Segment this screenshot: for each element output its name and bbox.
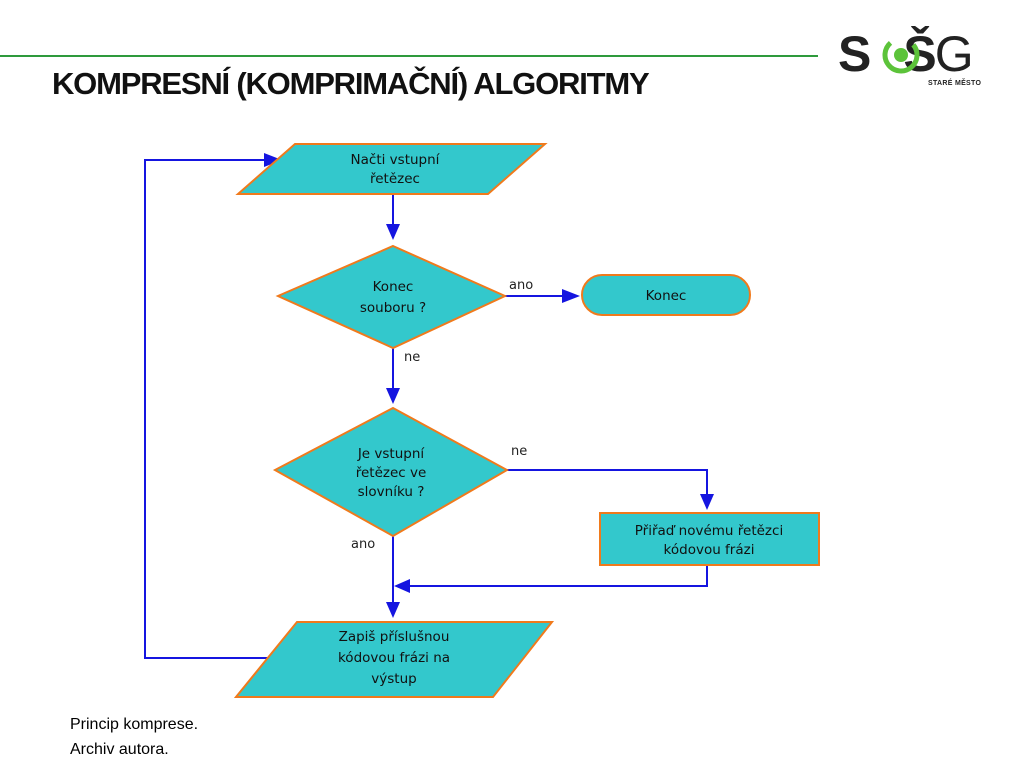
node-end-of-file-line-2: souboru ? (360, 300, 426, 316)
logo-letter-s-caron: Š (903, 26, 936, 82)
node-in-dictionary-line-3: slovníku ? (358, 484, 425, 500)
caption-line-2: Archiv autora. (70, 741, 169, 758)
logo-target-icon (882, 36, 920, 74)
edge-loop-back (144, 159, 272, 659)
node-assign-code-line-2: kódovou frázi (664, 542, 755, 558)
node-write-output-line-1: Zapiš příslušnou (339, 629, 450, 645)
caption-line-1: Princip komprese. (70, 716, 199, 733)
arrow-right-icon (562, 289, 580, 303)
node-in-dictionary-line-2: řetězec ve (356, 465, 427, 481)
arrow-down-icon (386, 602, 400, 618)
node-write-output-line-2: kódovou frázi na (338, 650, 450, 666)
node-assign-code: Přiřaď novému řetězci kódovou frázi (599, 512, 820, 566)
node-write-output-line-3: výstup (371, 671, 416, 687)
arrow-down-icon (386, 388, 400, 404)
connectors (144, 153, 714, 659)
node-in-dictionary: Je vstupní řetězec ve slovníku ? (272, 406, 510, 538)
arrow-down-icon (700, 494, 714, 510)
node-end-label: Konec (646, 288, 687, 304)
logo-subtitle: STARÉ MĚSTO (928, 80, 982, 87)
logo-letter-g: G (934, 26, 974, 82)
edge-dict-to-assign (507, 469, 708, 500)
node-read-input-line-2: řetězec (370, 171, 420, 187)
edge-label-eof-no: ne (404, 350, 420, 365)
edge-assign-to-merge (404, 565, 708, 587)
edge-label-dict-no: ne (511, 444, 527, 459)
node-read-input-line-1: Načti vstupní (351, 152, 441, 168)
page-title: KOMPRESNÍ (KOMPRIMAČNÍ) ALGORITMY (52, 66, 650, 101)
node-end-of-file: Konec souboru ? (275, 244, 508, 350)
node-write-output: Zapiš příslušnou kódovou frázi na výstup (233, 621, 555, 698)
node-read-input: Načti vstupní řetězec (235, 143, 548, 195)
edge-label-dict-yes: ano (351, 537, 375, 552)
top-rule (0, 55, 818, 57)
node-in-dictionary-line-1: Je vstupní (357, 446, 426, 462)
node-end: Konec (581, 274, 751, 316)
logo-letter-s: S (838, 26, 871, 82)
arrow-down-icon (386, 224, 400, 240)
node-assign-code-line-1: Přiřaď novému řetězci (635, 523, 783, 539)
edge-label-eof-yes: ano (509, 278, 533, 293)
arrow-right-icon (264, 153, 282, 167)
arrow-left-icon (394, 579, 410, 593)
node-end-of-file-line-1: Konec (373, 279, 414, 295)
figure-caption: Princip komprese. Archiv autora. (70, 712, 198, 762)
